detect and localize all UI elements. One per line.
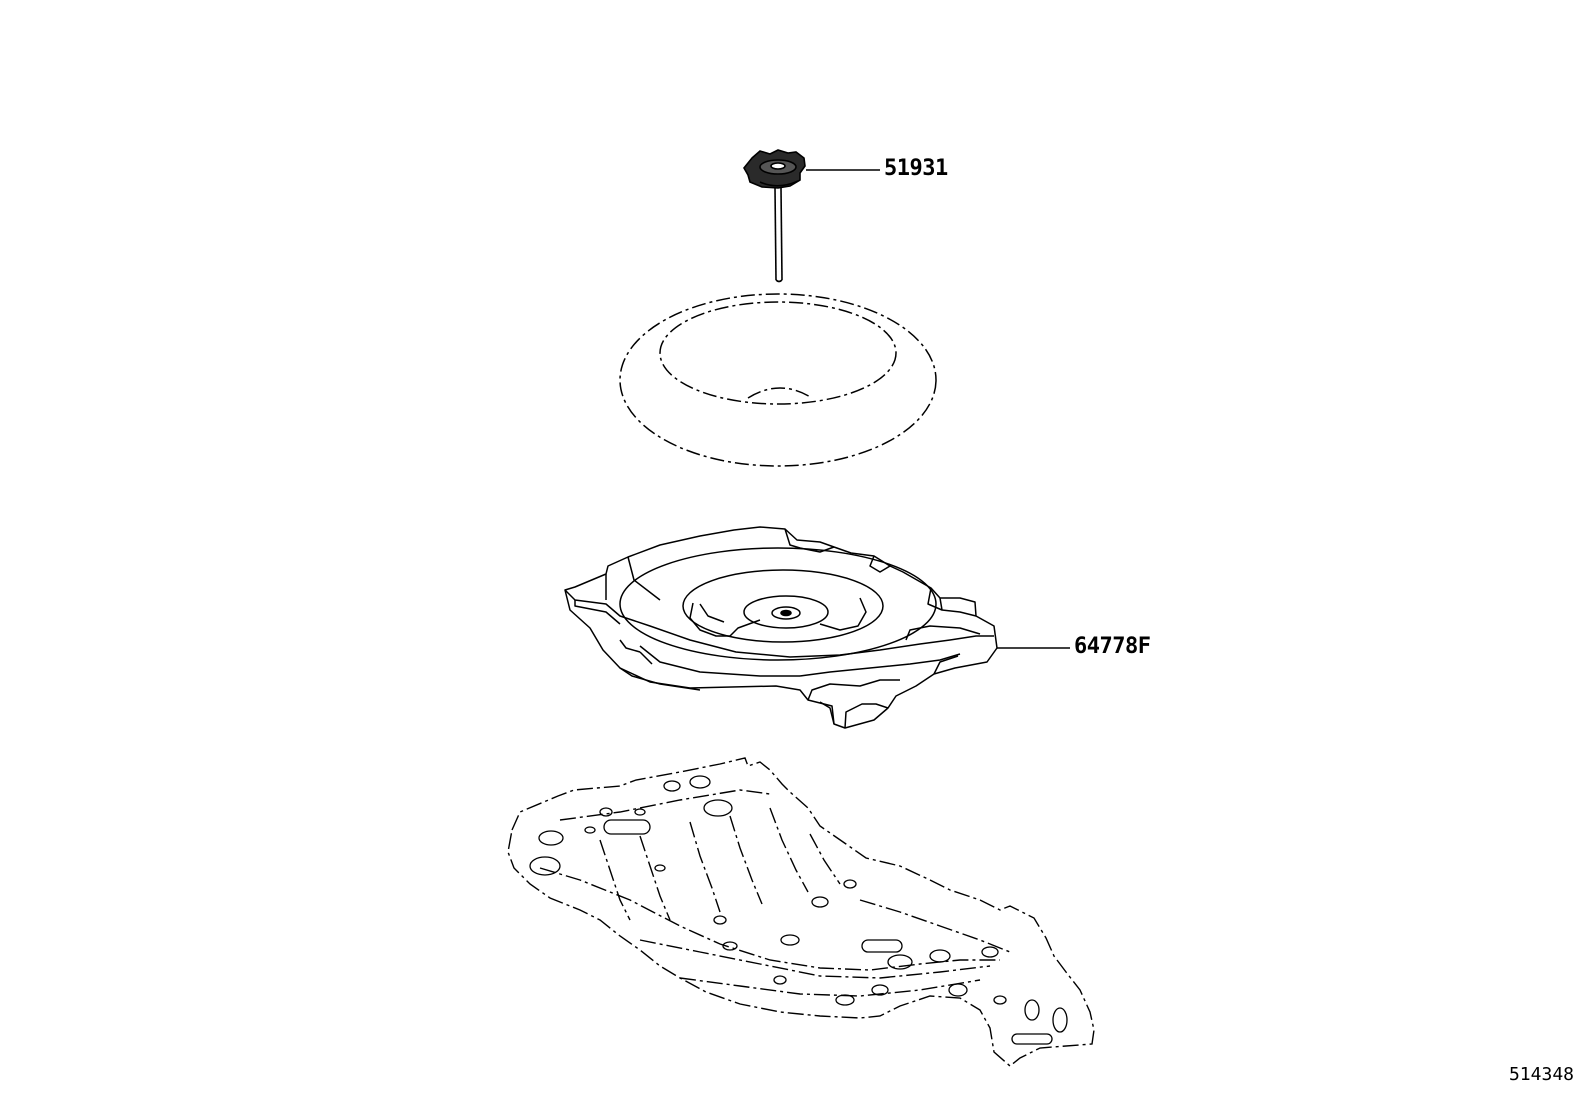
floor-pan-holes	[529, 775, 1068, 1045]
diagram-id-label: 514348	[1508, 1064, 1574, 1085]
floor-pan-phantom	[507, 757, 1095, 1067]
spare-tire-phantom	[619, 293, 937, 467]
lock-bolt-illustration	[743, 149, 806, 283]
cover-tray-illustration	[564, 526, 998, 729]
callout-64778F[interactable]: 64778F	[1074, 634, 1151, 659]
callout-51931[interactable]: 51931	[884, 156, 948, 181]
